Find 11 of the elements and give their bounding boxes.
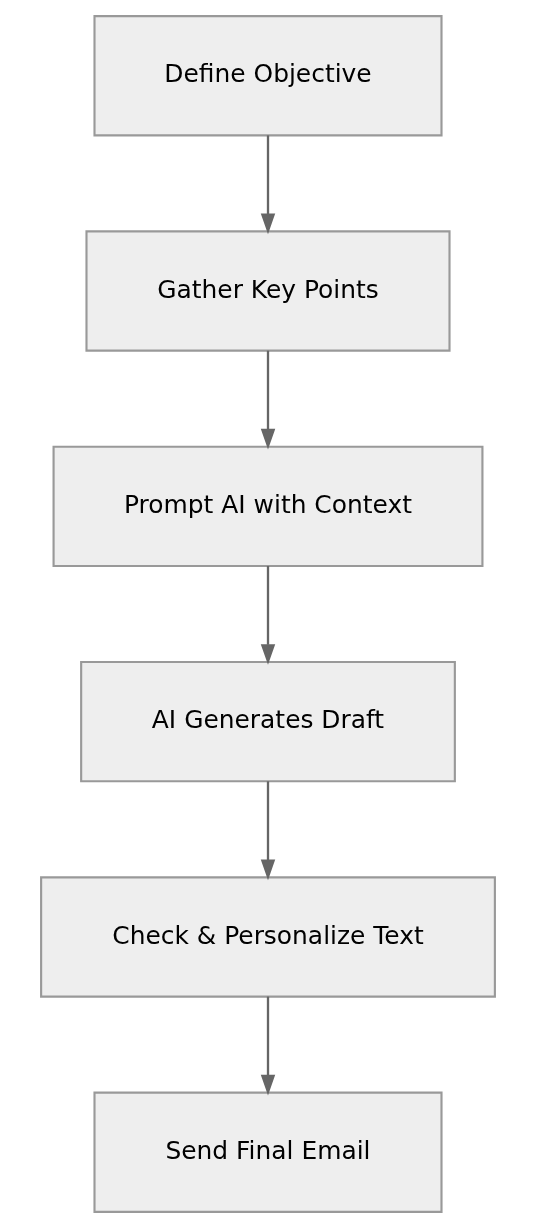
arrow — [260, 350, 276, 450]
node-box: Send Final Email — [93, 1091, 443, 1213]
arrow — [260, 996, 276, 1096]
arrow — [260, 135, 276, 235]
node-box: Check & Personalize Text — [40, 876, 496, 998]
node-box: Prompt AI with Context — [52, 445, 484, 568]
node-box: Define Objective — [93, 15, 443, 137]
arrow — [260, 781, 276, 881]
node-box: AI Generates Draft — [80, 660, 456, 783]
node-box: Gather Key Points — [85, 230, 451, 352]
arrow — [260, 566, 276, 665]
